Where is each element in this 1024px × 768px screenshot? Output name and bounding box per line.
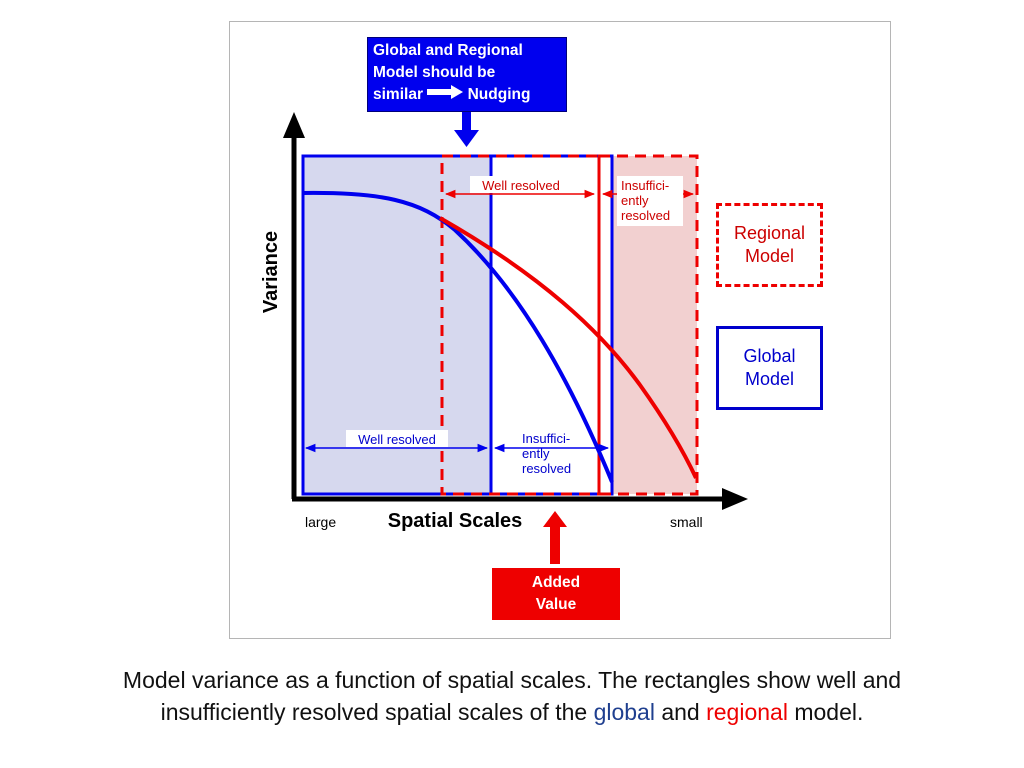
regional-insufficient-box [597,154,699,496]
added-value-up-arrow-icon [543,511,567,564]
global-well-label-bg [346,430,448,447]
global-variance-curve [302,190,614,483]
figure-caption: Model variance as a function of spatial … [0,664,1024,728]
caption-global-word: global [593,699,655,725]
added-value-callout: Added Value [492,568,620,620]
regional-well-label-bg [470,176,572,193]
x-axis-right-label: small [670,514,703,530]
variance-diagram: Well resolved Insuffici- ently resolved … [260,112,748,564]
legend-global-line1: Global [743,346,796,366]
y-axis-arrowhead [283,112,305,138]
added-value-line1: Added [531,574,581,591]
added-value-line2: Value [535,596,577,613]
global-insufficient-label-3: resolved [522,461,571,476]
legend-regional-model: Regional Model [716,203,823,287]
legend-global-line2: Model [744,369,795,389]
regional-insufficient-label-3: resolved [621,208,670,223]
nudging-callout-line3: similar Nudging [373,84,566,106]
right-arrow-icon [427,84,464,106]
legend-regional-line2: Model [744,246,795,266]
nudging-callout-similar: similar [373,86,423,104]
caption-line2: insufficiently resolved spatial scales o… [0,696,1024,728]
regional-insufficient-label-1: Insuffici- [621,178,669,193]
nudging-callout-line2: Model should be [373,64,496,81]
x-axis-arrowhead [722,488,748,510]
x-axis-left-label: large [305,514,336,530]
caption-text: insufficiently resolved spatial scales o… [160,699,588,725]
regional-well-resolved-label: Well resolved [482,178,560,193]
regional-insufficient-label-bg [617,176,683,226]
x-axis-label: Spatial Scales [388,510,523,532]
y-axis-label: Variance [260,231,282,313]
legend-global-model: Global Model [716,326,823,410]
regional-variance-curve [439,216,698,479]
caption-line1: Model variance as a function of spatial … [122,667,902,693]
nudging-callout-nudging: Nudging [467,86,531,104]
caption-regional-word: regional [706,699,788,725]
global-insufficient-label-1: Insuffici- [522,431,570,446]
caption-end: model. [794,699,864,725]
legend-regional-line1: Regional [733,223,806,243]
nudging-callout: Global and Regional Model should be simi… [367,37,567,112]
global-insufficient-label-2: ently [522,446,550,461]
nudging-down-arrow-icon [454,112,479,147]
caption-and-word: and [661,699,700,725]
regional-insufficient-label-2: ently [621,193,649,208]
nudging-callout-line1: Global and Regional [373,42,523,59]
global-well-resolved-label: Well resolved [358,432,436,447]
